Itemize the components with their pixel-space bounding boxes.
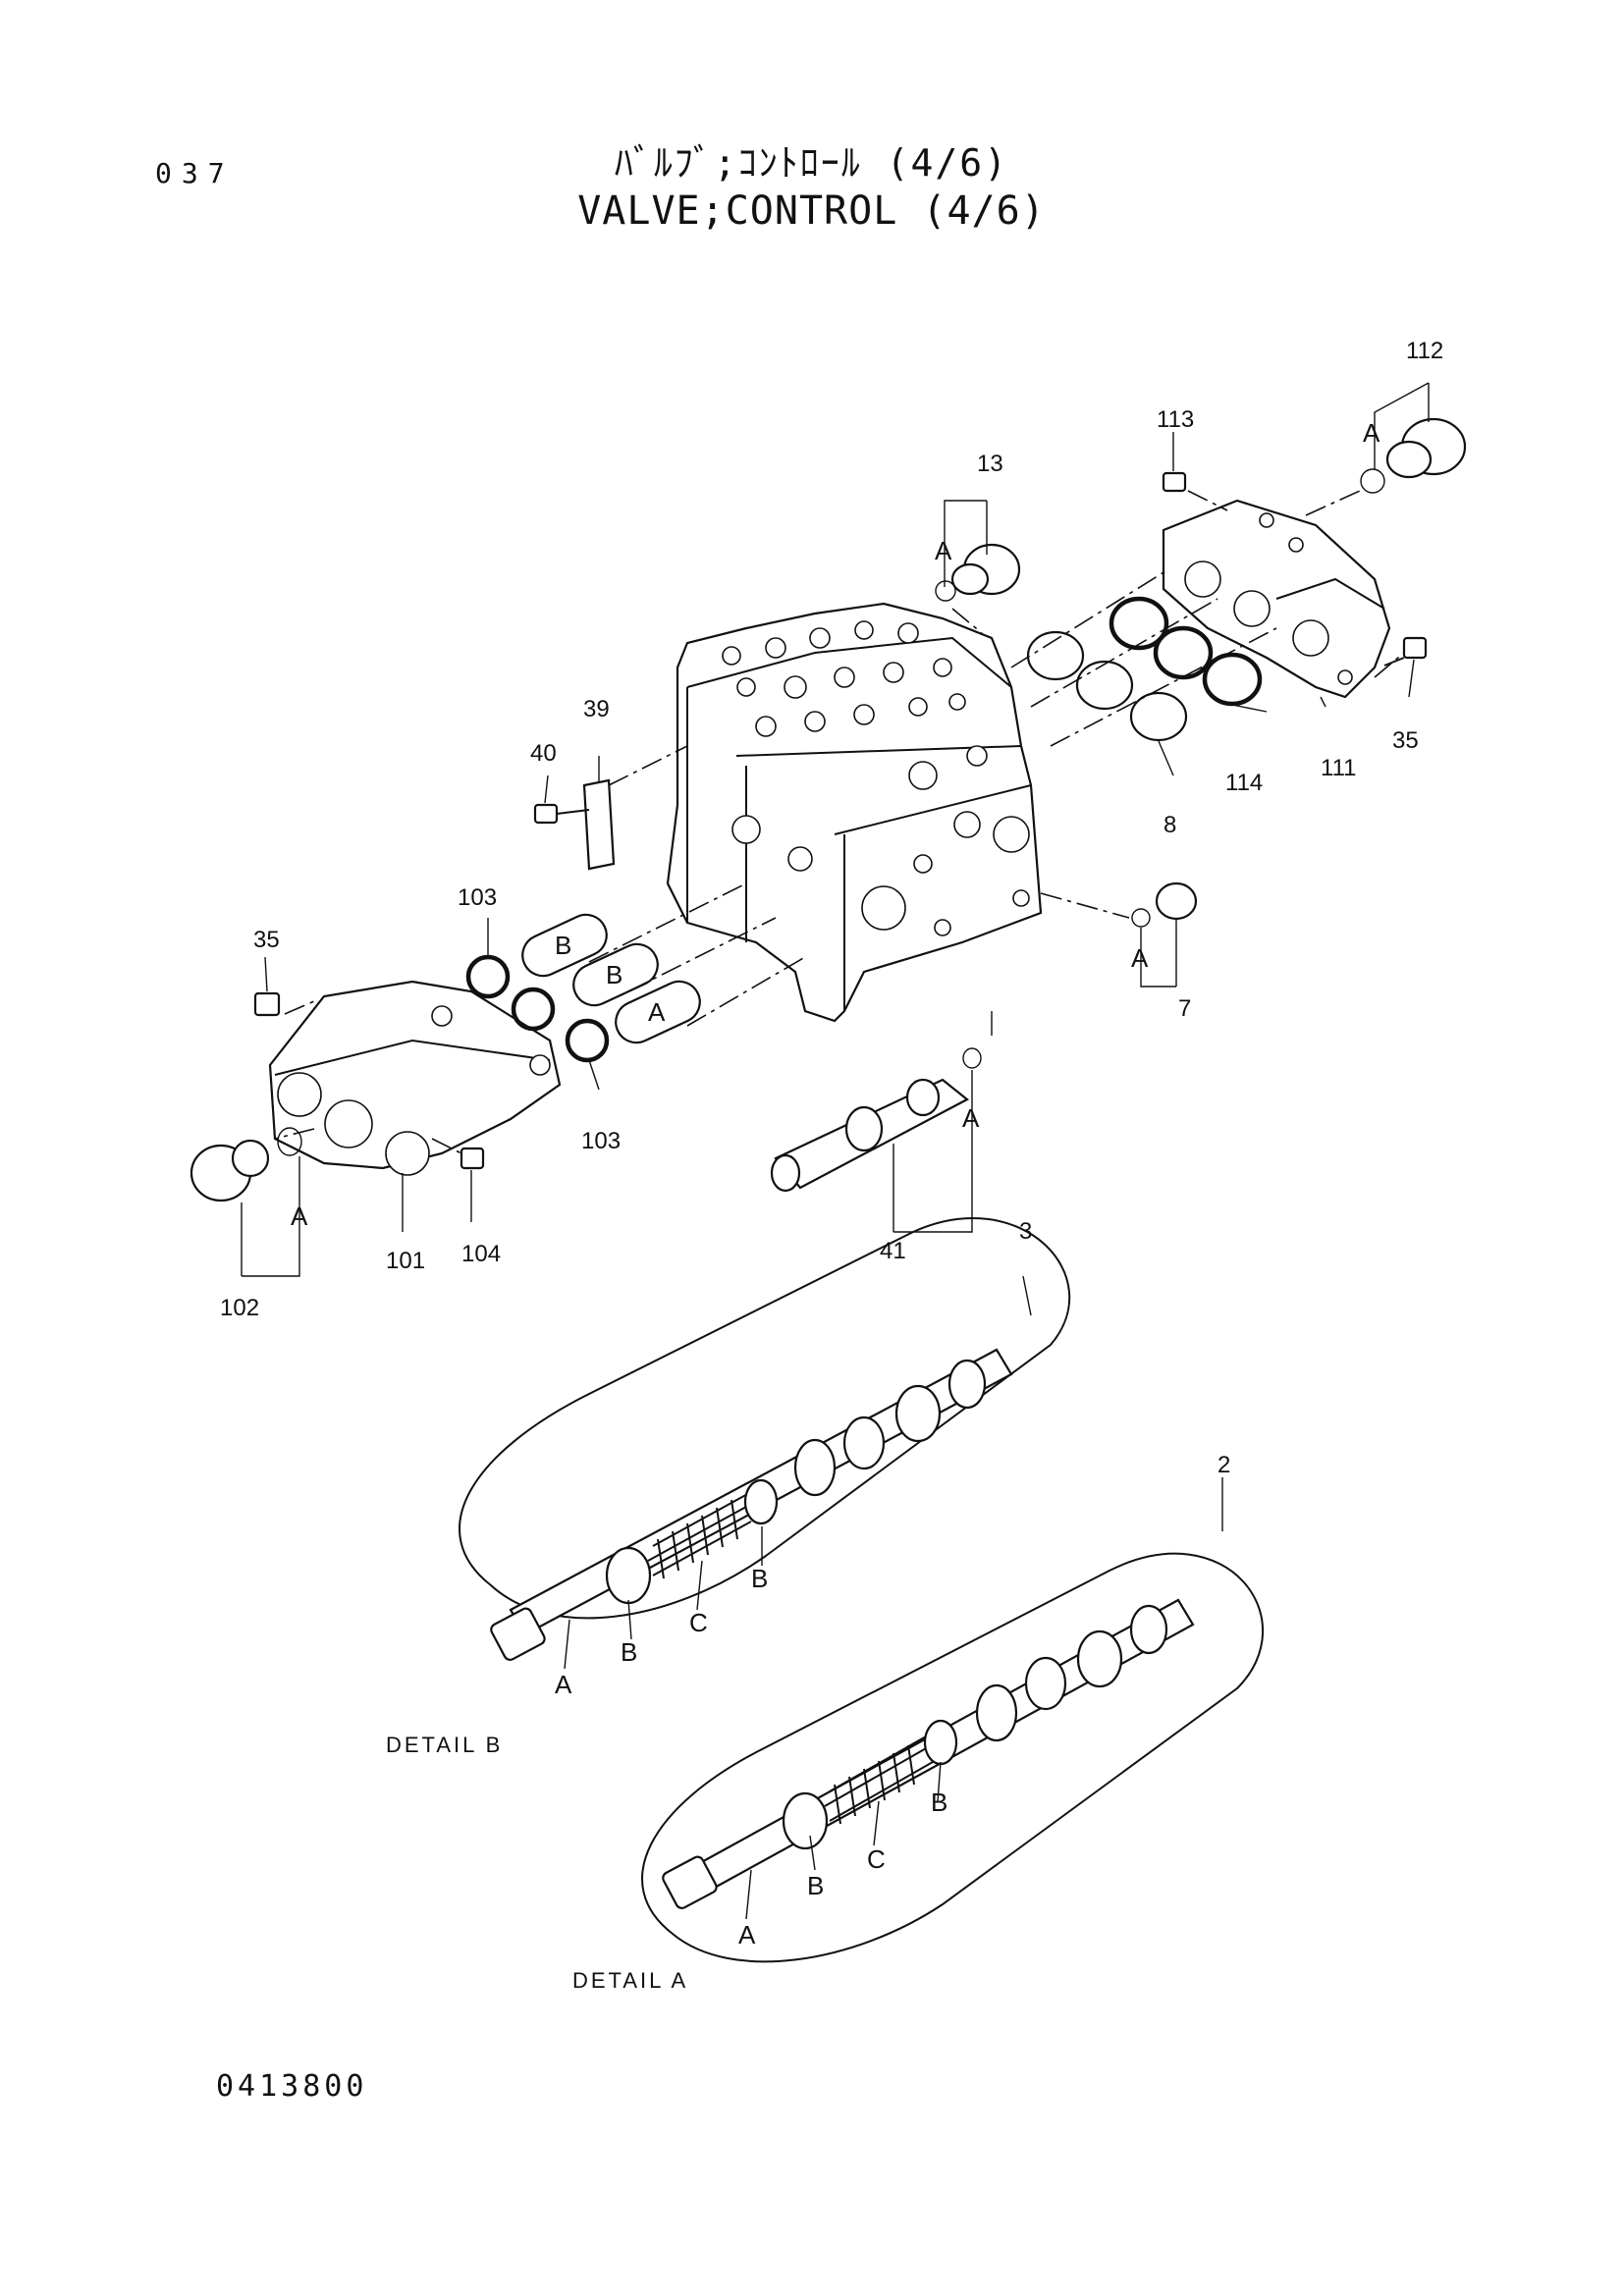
callout-7: 7 — [1178, 995, 1191, 1022]
detail-a-group — [641, 1552, 1265, 1963]
part-35-screw-left — [253, 991, 281, 1017]
part-35-screw-right — [1383, 636, 1428, 667]
assembly-centerlines — [274, 490, 1405, 1154]
part-112-plug — [1360, 417, 1467, 494]
callout-2: 2 — [1217, 1452, 1230, 1478]
detail-a-letter-b-left: B — [807, 1871, 824, 1900]
callout-104: 104 — [461, 1241, 501, 1267]
part-113-screw — [1162, 471, 1187, 493]
detail-b-letter-c: C — [689, 1608, 708, 1637]
callout-101: 101 — [386, 1248, 425, 1274]
callout-112: 112 — [1406, 338, 1443, 364]
callout-8: 8 — [1163, 812, 1176, 838]
page-title-japanese: ﾊﾞﾙﾌﾞ;ｺﾝﾄﾛｰﾙ (4/6) — [614, 141, 1009, 185]
detail-b-caption: DETAIL B — [386, 1733, 503, 1757]
letter-b-capsule-1: B — [555, 931, 571, 960]
callout-111: 111 — [1321, 755, 1356, 781]
letter-b-capsule-2: B — [606, 960, 622, 989]
callout-3: 3 — [1019, 1218, 1032, 1245]
detail-a-letter-b-right: B — [931, 1788, 947, 1817]
callout-102: 102 — [220, 1295, 259, 1321]
callout-103-top: 103 — [458, 884, 497, 911]
callout-35-left: 35 — [253, 927, 280, 953]
detail-a-letter-a: A — [738, 1920, 756, 1949]
part-13-plug — [935, 543, 1021, 602]
callout-103-bottom: 103 — [581, 1128, 621, 1154]
valve-body — [666, 602, 1043, 1023]
detail-a-letter-c: C — [867, 1844, 886, 1874]
part-7-plug — [1131, 881, 1198, 928]
part-39-plate — [582, 778, 616, 871]
letter-a-41: A — [962, 1103, 980, 1133]
letter-a-7: A — [1131, 943, 1149, 973]
leader-lines — [241, 382, 1430, 1531]
detail-b-group — [459, 1217, 1071, 1670]
part-104-screw — [460, 1147, 485, 1170]
part-101-cover — [268, 980, 562, 1176]
valve-body-ports — [722, 620, 1030, 936]
detail-a-caption: DETAIL A — [572, 1968, 688, 1993]
part-111-cover — [1162, 499, 1391, 699]
callout-40: 40 — [530, 740, 557, 767]
callout-13: 13 — [977, 451, 1003, 477]
letter-a-112: A — [1363, 418, 1380, 448]
detail-b-letter-b-right: B — [751, 1564, 768, 1593]
spool-capsules — [521, 913, 701, 1044]
detail-b-letter-b-left: B — [621, 1637, 637, 1667]
callout-35-right: 35 — [1392, 727, 1419, 754]
callout-114: 114 — [1225, 770, 1263, 796]
page-number: 037 — [155, 157, 235, 189]
letter-a-102: A — [291, 1201, 308, 1231]
letter-a-capsule-3: A — [648, 997, 666, 1027]
callout-39: 39 — [583, 696, 610, 722]
page-title: VALVE;CONTROL (4/6) — [577, 188, 1046, 234]
callout-41: 41 — [880, 1238, 906, 1264]
drawing-code: 0413800 — [216, 2069, 368, 2104]
part-8-sleeves — [1026, 630, 1188, 742]
part-41-spool — [770, 1047, 982, 1193]
detail-b-letter-a: A — [555, 1670, 572, 1699]
part-102-plug — [189, 1127, 302, 1202]
letter-a-13: A — [935, 536, 952, 565]
callout-113: 113 — [1157, 406, 1194, 433]
part-40-bolt — [533, 803, 590, 825]
